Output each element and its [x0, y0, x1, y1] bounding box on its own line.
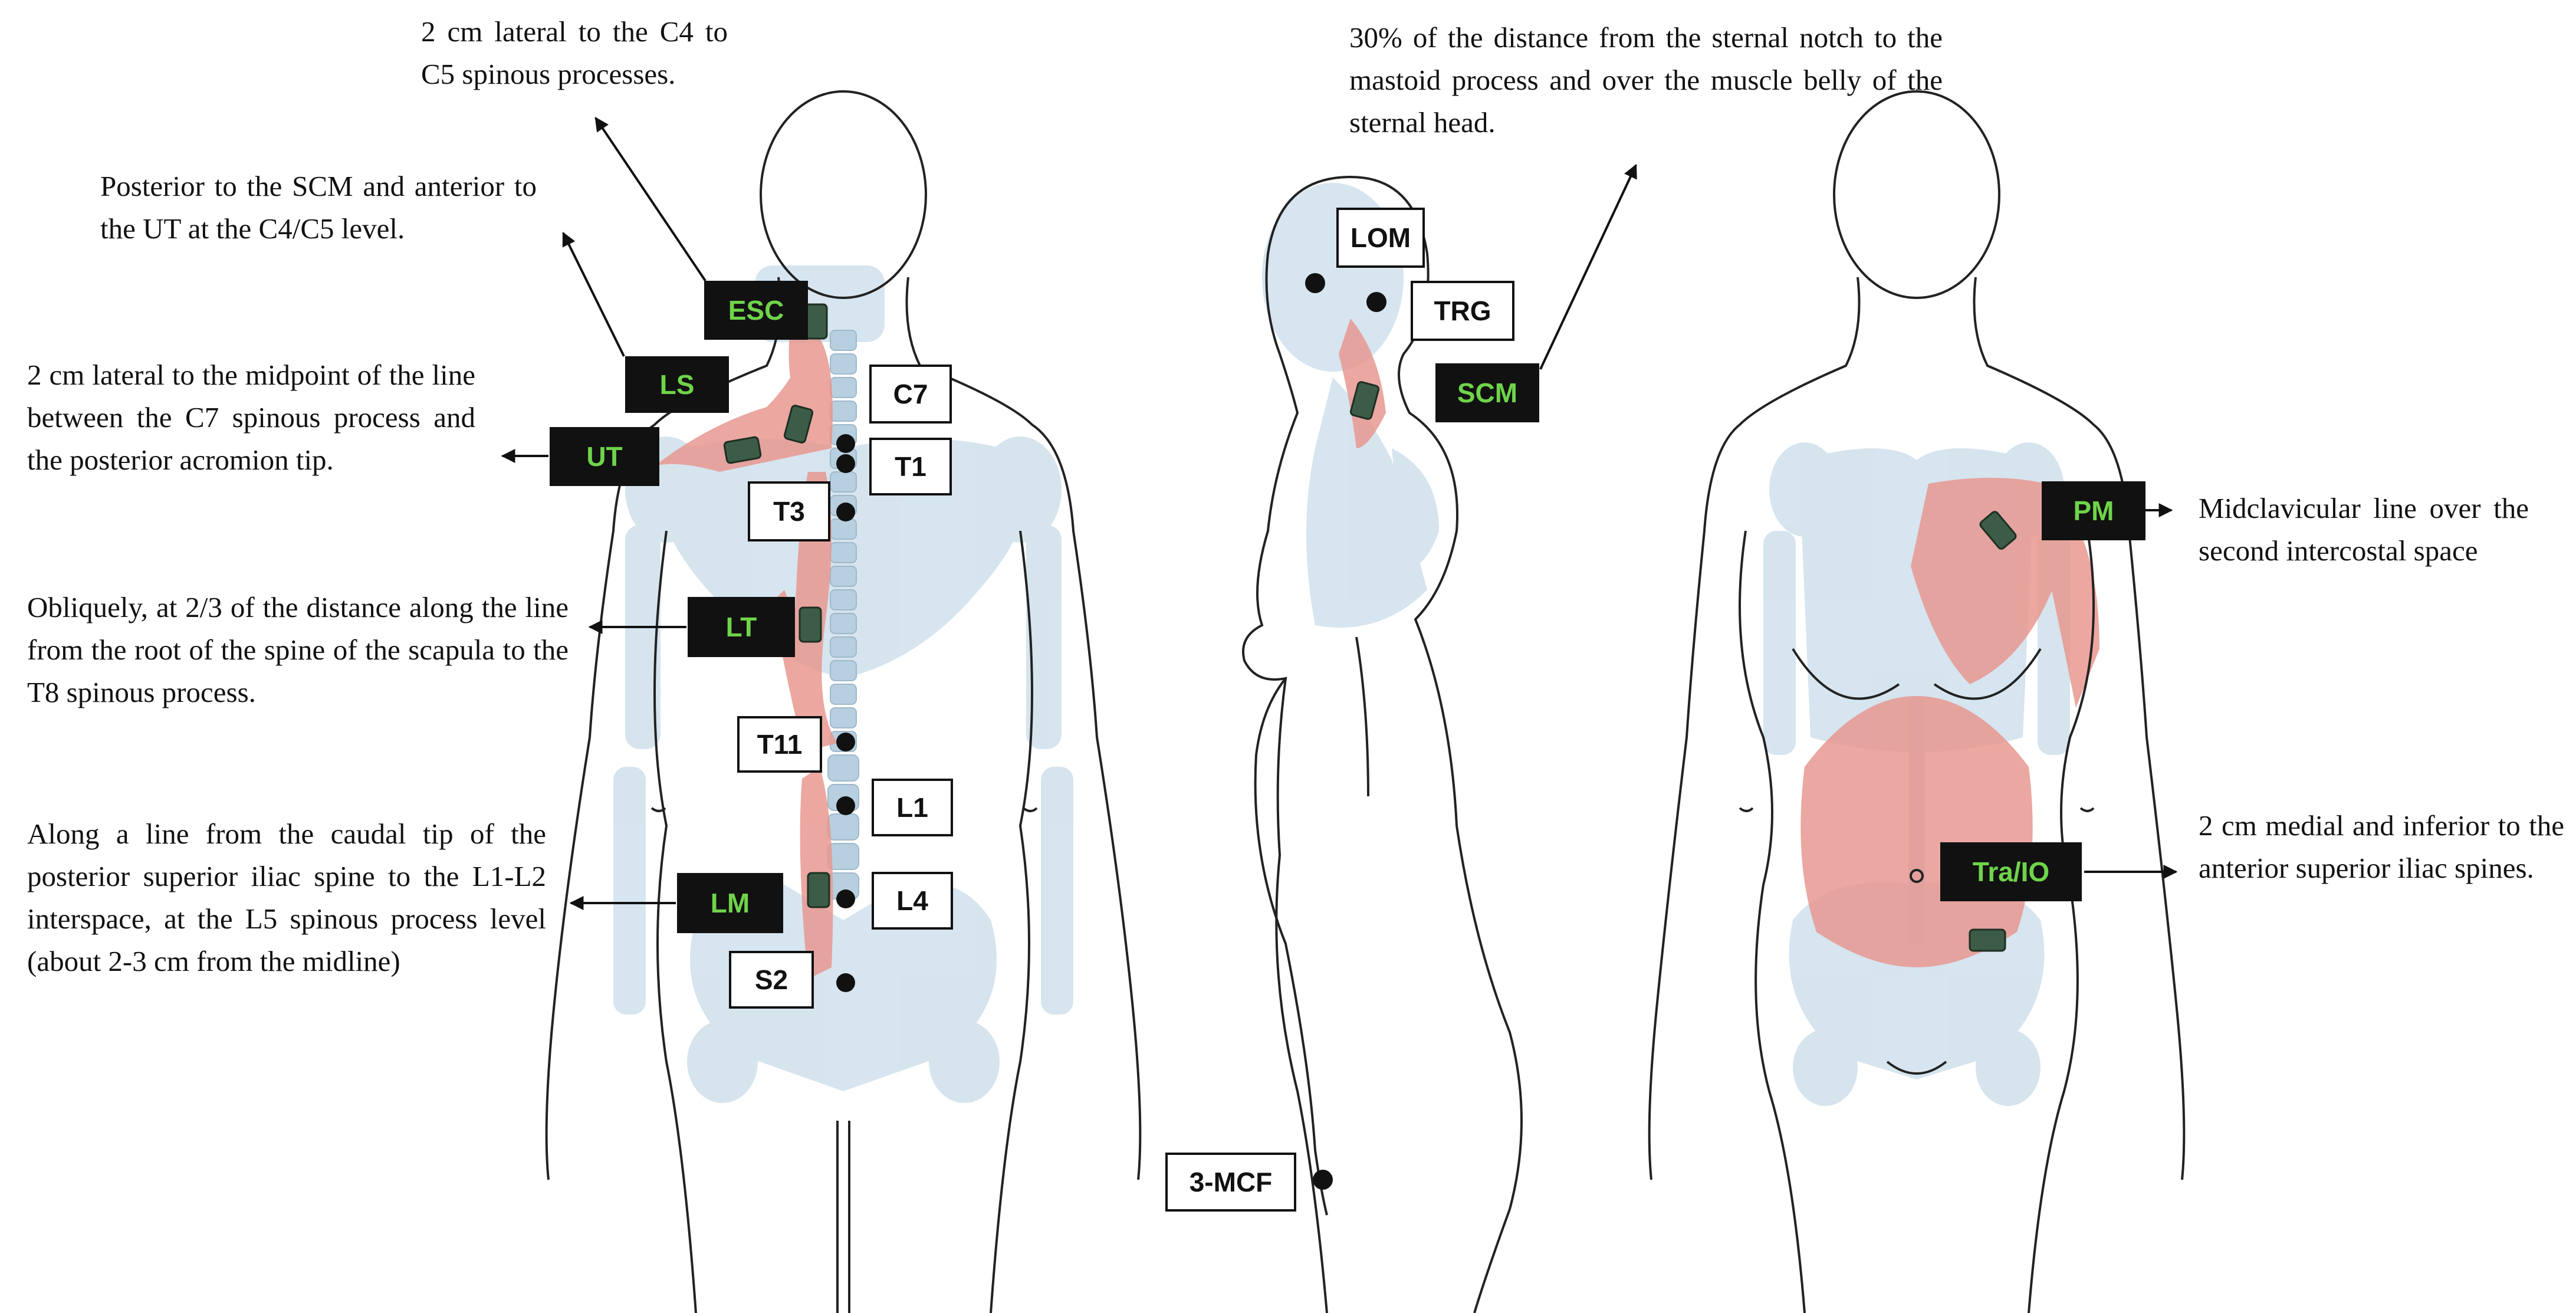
landmark-dot-t1 [836, 454, 855, 473]
description-scm: 30% of the distance from the sternal not… [1349, 21, 1943, 139]
landmark-dot-l4 [836, 889, 855, 908]
landmark-dot-mcf [1313, 1170, 1333, 1190]
arrows [501, 117, 2178, 910]
description-lm: Along a line from the caudal tip of the … [27, 818, 546, 977]
muscle-label-ut: UT [550, 427, 659, 486]
arrow-scm [1539, 163, 1637, 370]
description-ut: 2 cm lateral to the midpoint of the line… [27, 359, 475, 476]
anterior-electrodes [1969, 511, 2017, 952]
landmark-dot-t3 [836, 503, 855, 521]
electrode-pm [1979, 511, 2017, 550]
landmark-label-t3: T3 [748, 481, 830, 541]
arrow-esc [594, 117, 707, 282]
landmark-dot-trg [1366, 292, 1386, 312]
muscle-label-ls: LS [625, 356, 729, 413]
muscle-label-pm: PM [2042, 481, 2145, 540]
landmark-dot-l1 [836, 796, 855, 815]
electrode-lm [807, 872, 830, 908]
electrode-ls [783, 405, 814, 444]
electrode-ut [723, 436, 762, 464]
landmark-dot-t11 [836, 733, 855, 751]
posterior-electrodes [723, 303, 830, 908]
landmark-label-s2: S2 [729, 951, 814, 1009]
landmark-dot-c7 [836, 434, 855, 453]
anterior-body-outline [1648, 90, 2186, 1313]
posterior-landmarks [836, 434, 855, 992]
muscle-label-tra: Tra/IO [1940, 842, 2082, 901]
landmark-label-c7: C7 [869, 365, 952, 424]
landmark-label-lom: LOM [1336, 208, 1425, 268]
arrow-ls [562, 231, 625, 357]
posterior-figure [545, 90, 1142, 1313]
anterior-figure [1648, 90, 2186, 1313]
description-esc: 2 cm lateral to the C4 to C5 spinous pro… [421, 15, 728, 90]
lateral-figure [1242, 176, 1523, 1313]
description-pm: Midclavicular line over the second inter… [2199, 492, 2529, 567]
landmark-label-t11: T11 [737, 716, 822, 773]
landmark-label-l4: L4 [872, 872, 953, 930]
description-lt: Obliquely, at 2/3 of the distance along … [27, 591, 569, 708]
landmark-label-l1: L1 [872, 779, 953, 836]
landmark-label-mcf: 3-MCF [1165, 1153, 1296, 1212]
landmark-dot-lom [1305, 273, 1325, 293]
spine [827, 330, 859, 900]
electrode-esc [804, 303, 828, 340]
muscle-label-lm: LM [677, 873, 783, 933]
electrode-scm [1349, 381, 1380, 420]
muscle-label-lt: LT [688, 597, 795, 657]
description-ls: Posterior to the SCM and anterior to the… [100, 170, 537, 245]
lateral-body-outline [1242, 176, 1523, 1313]
landmark-label-t1: T1 [869, 438, 952, 495]
landmark-dot-s2 [836, 973, 855, 992]
muscle-label-esc: ESC [704, 281, 808, 340]
electrode-lt [799, 606, 822, 643]
description-tra: 2 cm medial and inferior to the anterior… [2199, 809, 2564, 884]
posterior-body-outline [545, 90, 1142, 1313]
electrode-tra [1969, 928, 2006, 952]
muscle-label-scm: SCM [1435, 363, 1539, 422]
lateral-landmarks [1305, 273, 1386, 1190]
landmark-label-trg: TRG [1411, 281, 1514, 341]
lateral-electrodes [1349, 381, 1380, 420]
